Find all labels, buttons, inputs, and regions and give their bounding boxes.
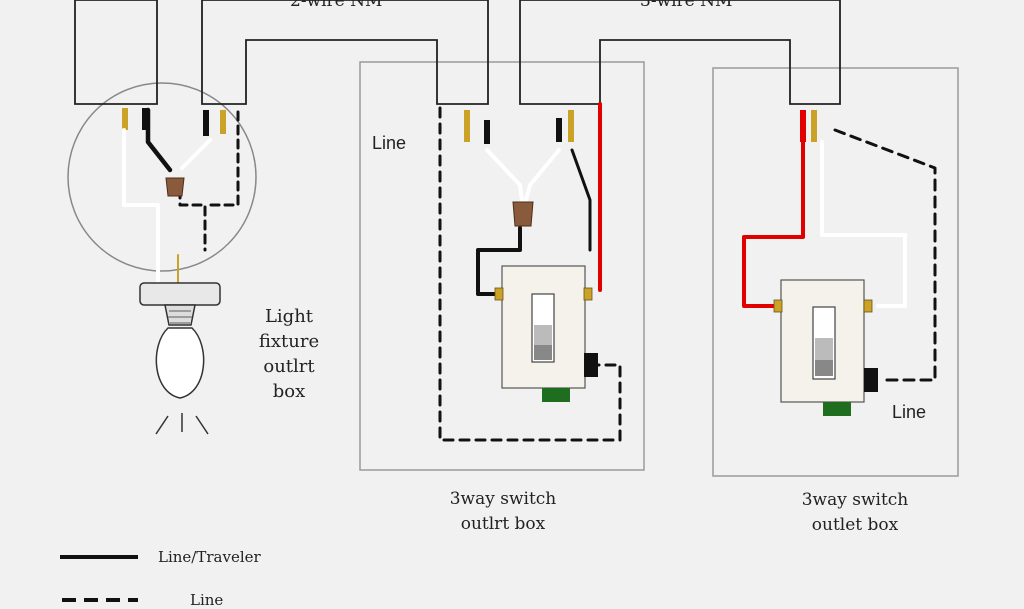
fixture-label-line-2: fixture <box>259 331 319 352</box>
left-switch-caption-line-1: 3way switch <box>450 489 557 509</box>
legend-label-line: Line <box>190 591 223 609</box>
switch-box-right <box>712 67 959 477</box>
three-way-switch-left <box>494 265 598 402</box>
right-switch-caption-line-2: outlet box <box>812 515 899 535</box>
fixture-wiring <box>122 107 240 292</box>
three-way-switch-right <box>773 279 878 416</box>
left-switch-caption-line-2: outlrt box <box>461 514 546 534</box>
legend-label-line-traveler: Line/Traveler <box>158 548 261 566</box>
fixture-label-line-3: outlrt <box>263 356 315 377</box>
light-bulb-icon <box>139 282 221 435</box>
cable-label-3-wire: 3-wire NM <box>640 0 732 11</box>
right-switch-wiring <box>742 110 937 382</box>
cable-sheaths <box>74 0 841 105</box>
legend: Line/Traveler Line <box>60 548 261 609</box>
left-switch-line-label: Line <box>372 133 406 153</box>
fixture-label-line-1: Light <box>265 306 314 327</box>
right-switch-caption-line-1: 3way switch <box>802 490 909 510</box>
right-switch-line-label: Line <box>892 402 926 422</box>
left-switch-wiring <box>438 102 622 442</box>
wire-nut-fixture <box>165 177 185 197</box>
wire-nut-left-switch <box>512 201 534 227</box>
switch-box-left <box>359 61 645 471</box>
cable-label-2-wire: 2-wire NM <box>290 0 382 11</box>
light-fixture-box <box>67 82 257 272</box>
fixture-label-line-4: box <box>273 381 306 402</box>
